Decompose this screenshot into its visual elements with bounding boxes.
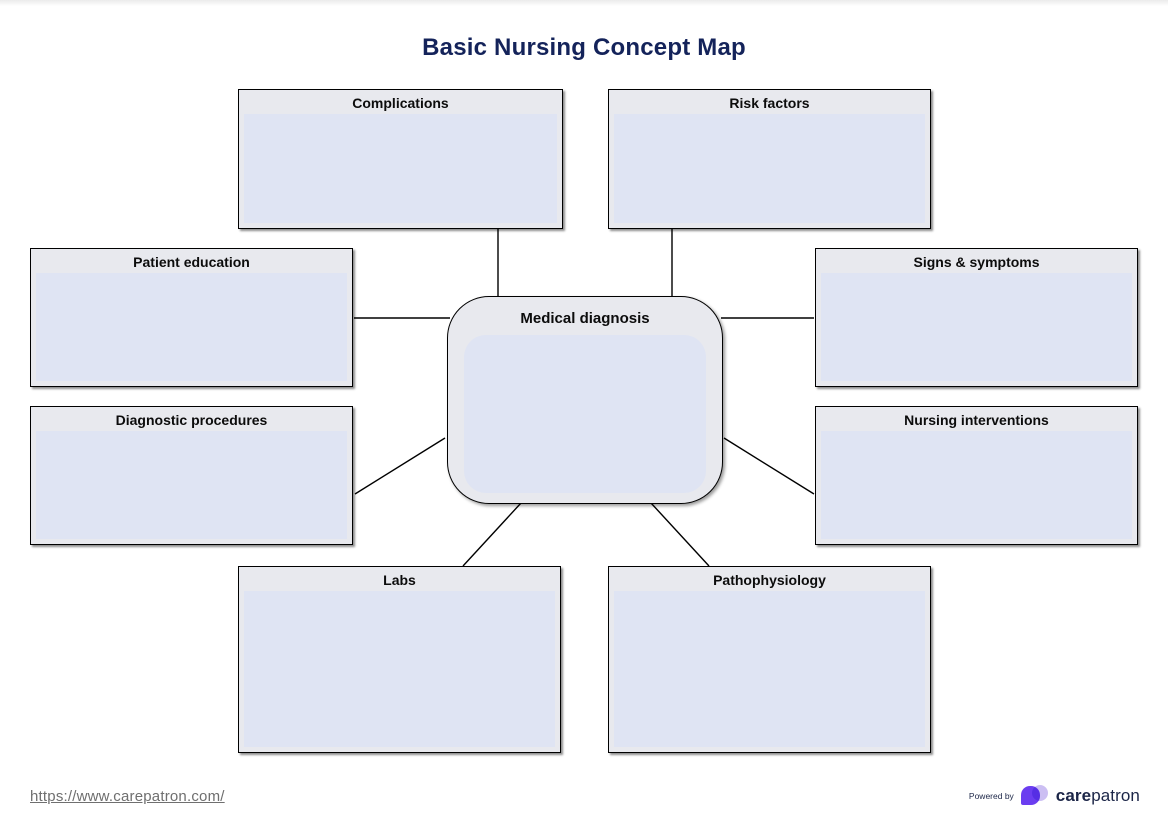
node-labs-title: Labs <box>383 572 416 588</box>
node-signs-symptoms: Signs & symptoms <box>815 248 1138 387</box>
node-diagnostic-procedures-title: Diagnostic procedures <box>115 412 268 428</box>
connector-diagnostic-procedures <box>354 437 446 495</box>
node-pathophysiology-title: Pathophysiology <box>713 572 826 588</box>
node-complications: Complications <box>238 89 563 229</box>
footer: https://www.carepatron.com/ Powered by c… <box>30 782 1140 810</box>
powered-by-label: Powered by <box>968 791 1014 801</box>
node-labs: Labs <box>238 566 561 753</box>
node-medical-diagnosis-title: Medical diagnosis <box>520 310 650 327</box>
brand-footer: Powered by carepatron <box>969 784 1140 808</box>
node-diagnostic-procedures-field[interactable] <box>36 431 347 539</box>
page-title: Basic Nursing Concept Map <box>422 34 746 61</box>
node-risk-factors-field[interactable] <box>614 114 925 223</box>
node-risk-factors: Risk factors <box>608 89 931 229</box>
connector-nursing-interventions <box>723 437 815 495</box>
node-risk-factors-title: Risk factors <box>729 95 810 111</box>
carepatron-url-link[interactable]: https://www.carepatron.com/ <box>30 787 225 805</box>
node-patient-education-field[interactable] <box>36 273 347 381</box>
node-labs-field[interactable] <box>244 591 555 747</box>
node-diagnostic-procedures: Diagnostic procedures <box>30 406 353 545</box>
connector-labs <box>462 502 522 567</box>
node-patient-education: Patient education <box>30 248 353 387</box>
node-patient-education-title: Patient education <box>133 254 250 270</box>
carepatron-logo-icon <box>1020 784 1049 808</box>
node-nursing-interventions-field[interactable] <box>821 431 1132 539</box>
node-signs-symptoms-field[interactable] <box>821 273 1132 381</box>
logo-circle-shape <box>1031 785 1048 801</box>
connector-pathophysiology <box>650 502 710 567</box>
node-signs-symptoms-title: Signs & symptoms <box>913 254 1040 270</box>
carepatron-wordmark: carepatron <box>1056 786 1140 806</box>
node-pathophysiology: Pathophysiology <box>608 566 931 753</box>
node-pathophysiology-field[interactable] <box>614 591 925 747</box>
node-medical-diagnosis: Medical diagnosis <box>447 296 723 504</box>
node-nursing-interventions: Nursing interventions <box>815 406 1138 545</box>
node-nursing-interventions-title: Nursing interventions <box>904 412 1049 428</box>
wordmark-patron: patron <box>1091 786 1140 805</box>
node-medical-diagnosis-field[interactable] <box>464 335 706 493</box>
top-edge-shade <box>0 0 1168 6</box>
node-complications-title: Complications <box>352 95 449 111</box>
node-complications-field[interactable] <box>244 114 557 223</box>
wordmark-care: care <box>1055 786 1092 805</box>
